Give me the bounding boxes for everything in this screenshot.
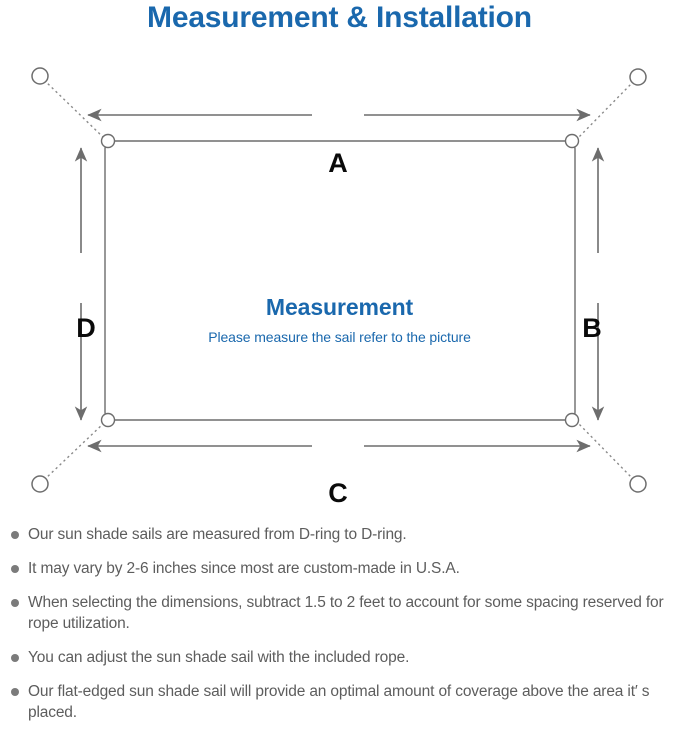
anchor-bottom-left-icon [31,475,49,493]
d-ring-bottom-left-icon [100,412,116,428]
shade-sail-measurement-diagram: Measurement Please measure the sail refe… [0,50,679,515]
dimension-label-a: A [328,148,348,178]
anchor-points [31,67,647,493]
list-item: It may vary by 2-6 inches since most are… [0,558,679,579]
d-ring-bottom-right-icon [564,412,580,428]
d-rings [100,133,580,428]
list-item: Our sun shade sails are measured from D-… [0,524,679,545]
list-item-text: Our sun shade sails are measured from D-… [28,526,407,543]
bullet-icon [11,565,19,573]
dimension-arrows [74,108,605,453]
anchor-top-left-icon [31,67,49,85]
bullet-icon [11,654,19,662]
rope-line-bottom-left [43,422,105,481]
list-item: Our flat-edged sun shade sail will provi… [0,681,679,723]
d-ring-top-right-icon [564,133,580,149]
notes-list: Our sun shade sails are measured from D-… [0,524,679,736]
bullet-icon [11,531,19,539]
list-item-text: When selecting the dimensions, subtract … [28,594,664,632]
list-item-text: You can adjust the sun shade sail with t… [28,649,410,666]
rope-lines [43,79,635,481]
dimension-label-d: D [76,313,96,343]
anchor-bottom-right-icon [629,475,647,493]
list-item: You can adjust the sun shade sail with t… [0,647,679,668]
dimension-label-b: B [582,313,602,343]
list-item-text: It may vary by 2-6 inches since most are… [28,560,460,577]
dimension-label-c: C [328,478,348,508]
list-item: When selecting the dimensions, subtract … [0,592,679,634]
measurement-heading: Measurement [265,294,414,320]
bullet-icon [11,599,19,607]
bullet-icon [11,688,19,696]
anchor-top-right-icon [629,68,647,86]
d-ring-top-left-icon [100,133,116,149]
rope-line-top-right [577,80,635,139]
rope-line-bottom-right [577,422,635,481]
page-title: Measurement & Installation [147,1,532,34]
measurement-subtext: Please measure the sail refer to the pic… [208,329,471,345]
list-item-text: Our flat-edged sun shade sail will provi… [28,683,650,721]
rope-line-top-left [43,79,105,139]
sail-body [104,140,576,421]
